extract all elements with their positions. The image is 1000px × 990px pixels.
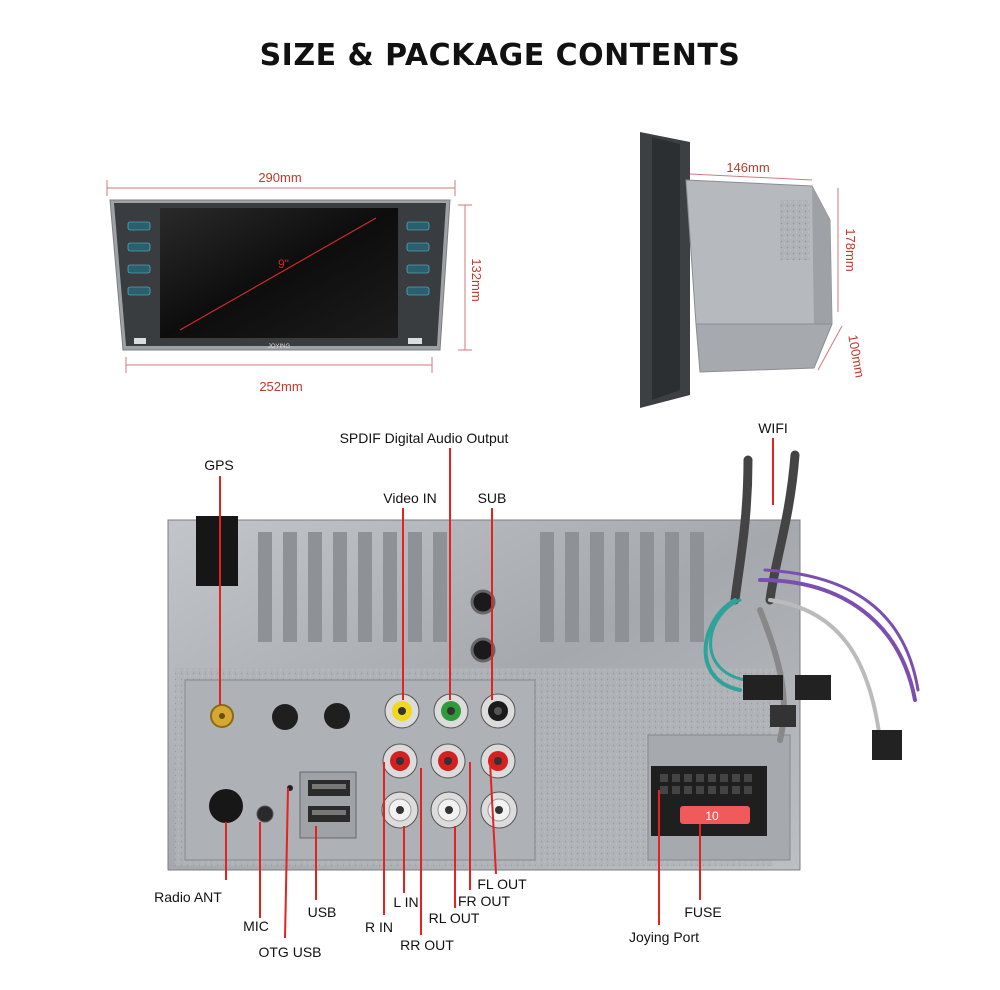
gps-block [196, 516, 238, 586]
label-l-in: L IN [393, 894, 418, 910]
label-video-in: Video IN [383, 490, 436, 506]
screen-size-label: 9" [278, 257, 289, 271]
label-radio-ant: Radio ANT [154, 889, 222, 905]
vent-slots [258, 532, 704, 642]
radio-ant-connector [209, 789, 243, 823]
label-r-in: R IN [365, 919, 393, 935]
callout-lines [219, 438, 774, 939]
dimension-side-width: 100mm [845, 334, 867, 379]
label-wifi: WIFI [758, 420, 788, 436]
label-usb: USB [308, 904, 337, 920]
dimension-width-top: 290mm [258, 170, 301, 185]
label-fuse: FUSE [684, 904, 721, 920]
page-title: SIZE & PACKAGE CONTENTS [259, 38, 741, 73]
side-view: 146mm 178mm 100mm [640, 132, 868, 408]
fuse-value: 10 [705, 809, 719, 823]
label-rr-out: RR OUT [400, 937, 454, 953]
left-button-column [127, 221, 151, 296]
label-rl-out: RL OUT [429, 910, 480, 926]
front-view: 290mm 9" JOYING 132mm [106, 170, 484, 394]
label-joying-port: Joying Port [629, 929, 699, 945]
label-sub: SUB [478, 490, 507, 506]
label-otg-usb: OTG USB [258, 944, 321, 960]
right-button-column [406, 221, 430, 296]
label-spdif: SPDIF Digital Audio Output [340, 430, 509, 446]
label-fl-out: FL OUT [477, 876, 527, 892]
back-panel: 10 [167, 450, 920, 871]
dimension-depth: 146mm [726, 160, 769, 175]
rca-row-2 [382, 743, 516, 779]
port-labels: SPDIF Digital Audio Output GPS Video IN … [154, 420, 788, 960]
label-mic: MIC [243, 918, 269, 934]
rca-row-1 [384, 693, 516, 729]
chassis-box [685, 179, 833, 325]
fuse [680, 806, 750, 824]
dimension-side-height: 178mm [843, 228, 858, 271]
rca-row-3 [381, 791, 518, 829]
brand-logo: JOYING [268, 344, 291, 350]
label-gps: GPS [204, 457, 234, 473]
dimension-width-bottom: 252mm [259, 379, 302, 394]
dimension-height: 132mm [469, 258, 484, 301]
label-fr-out: FR OUT [458, 893, 511, 909]
